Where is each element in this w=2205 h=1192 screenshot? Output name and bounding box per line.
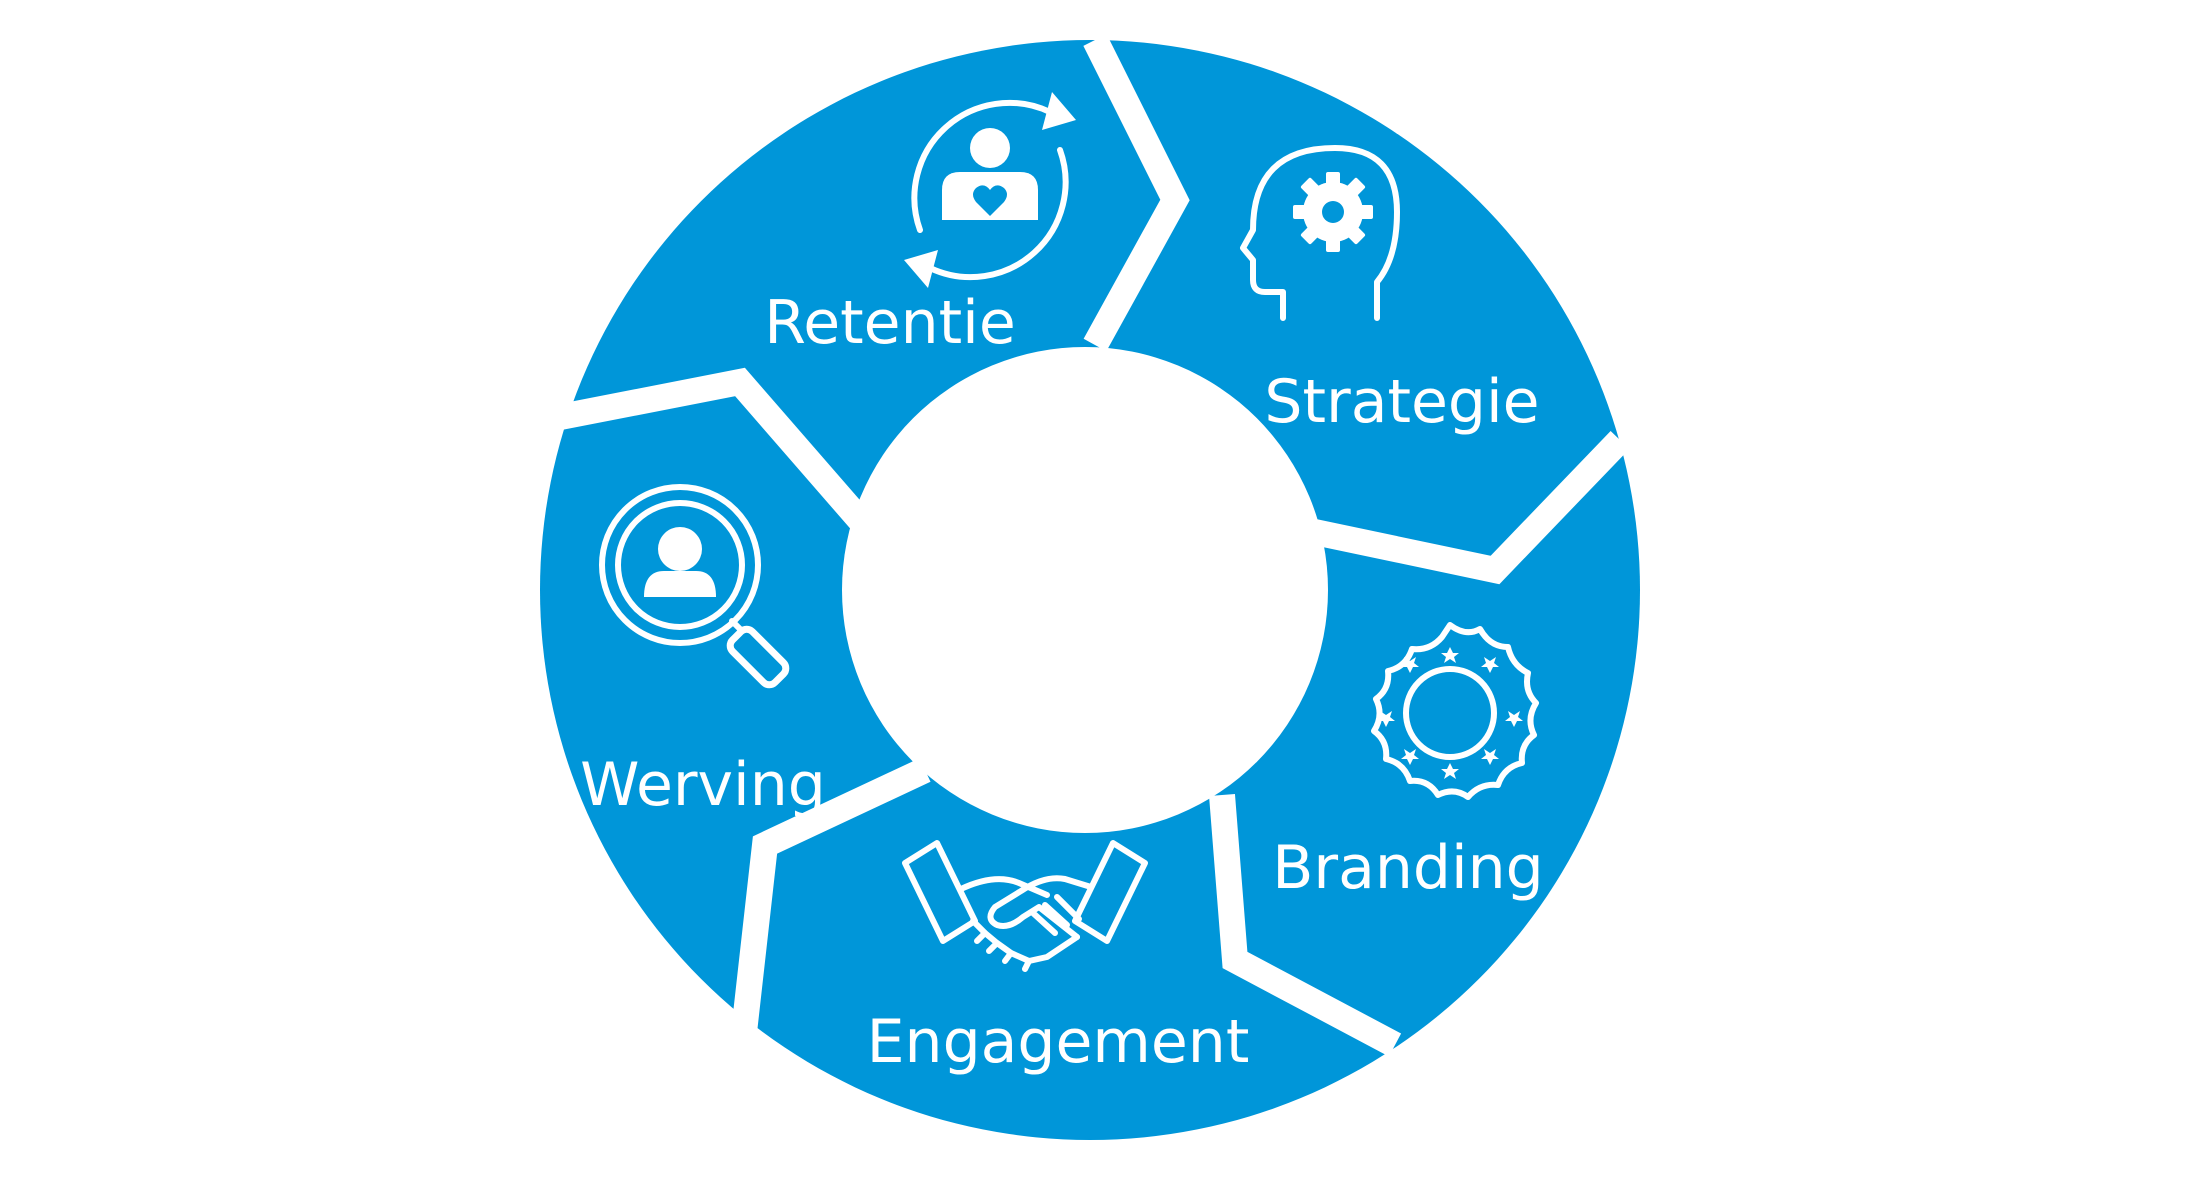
magnifier-person-icon — [599, 484, 790, 689]
handshake-icon — [902, 840, 1148, 972]
star-seal-icon — [1371, 622, 1539, 800]
separator-strategie-branding — [1302, 430, 1630, 585]
segment-label-retentie: Retentie — [764, 288, 1015, 358]
head-gear-icon — [1240, 145, 1400, 321]
ring — [540, 34, 1640, 1140]
segment-label-werving: Werving — [580, 750, 826, 820]
separator-retentie-strategie — [1083, 34, 1190, 352]
separator-branding-engagement — [1209, 793, 1402, 1057]
segment-label-branding: Branding — [1272, 833, 1544, 903]
separator-engagement-werving — [729, 758, 931, 1052]
separator-werving-retentie — [542, 367, 870, 529]
separators — [542, 34, 1630, 1057]
segment-label-strategie: Strategie — [1264, 367, 1539, 437]
center-hole — [842, 347, 1328, 833]
person-heart-cycle-icon — [904, 92, 1076, 288]
segment-label-engagement: Engagement — [867, 1007, 1250, 1077]
